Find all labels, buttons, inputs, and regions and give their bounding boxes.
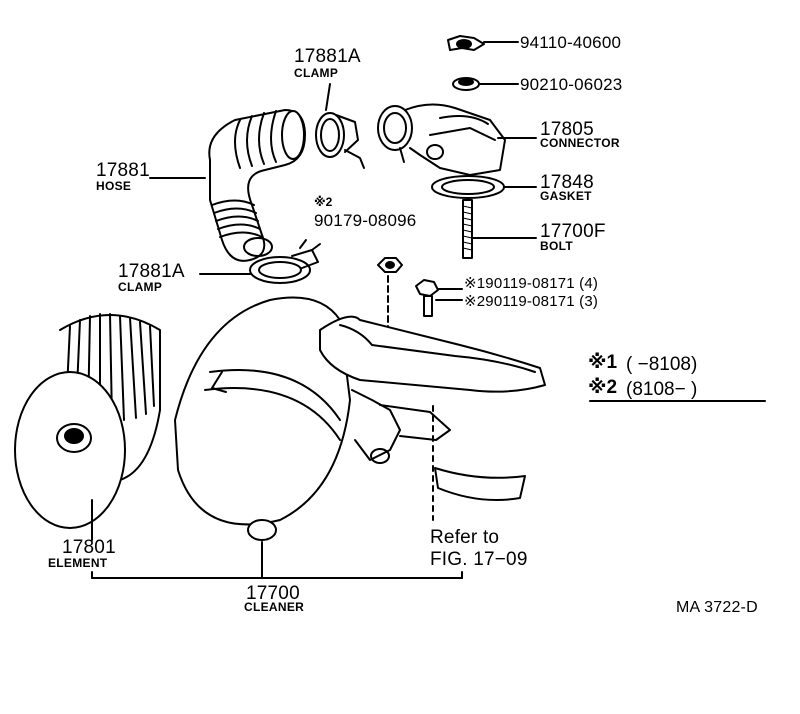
refer-text-line1: Refer to [430, 527, 500, 548]
legend-range-1: ( −8108) [626, 354, 698, 375]
part-number-90119-type1: ※190119-08171 (4) [464, 275, 599, 292]
washer-part [452, 77, 519, 91]
part-name-clamp-mid: CLAMP [118, 280, 163, 294]
legend-mark-1: ※1 [588, 352, 618, 373]
drawing-code: MA 3722-D [676, 599, 758, 616]
part-name-hose: HOSE [96, 179, 132, 193]
part-number-17848: 17848 [540, 172, 594, 193]
connector-part [377, 103, 537, 176]
part-number-17801: 17801 [62, 537, 116, 558]
element-part [14, 313, 161, 541]
bolt-90119-part [415, 279, 463, 317]
part-number-90179: 90179-08096 [314, 211, 417, 230]
nut-90179-part [377, 257, 403, 333]
part-number-17881a-mid: 17881A [118, 261, 185, 282]
clamp-top-part [315, 83, 365, 169]
wing-nut-part [447, 35, 519, 51]
clamp-mid-part [199, 239, 321, 284]
bolt-17700f-part [462, 199, 537, 259]
part-number-17700: 17700 [246, 583, 300, 604]
hose-part [149, 109, 306, 262]
cleaner-part [174, 296, 546, 579]
part-name-bolt: BOLT [540, 239, 573, 253]
part-number-17881a-top: 17881A [294, 46, 361, 67]
part-number-90119-type2: ※290119-08171 (3) [464, 293, 599, 310]
part-number-17881: 17881 [96, 160, 150, 181]
legend-range-2: (8108− ) [626, 379, 698, 400]
note-mark-2: ※2 [314, 195, 333, 209]
part-number-94110: 94110-40600 [520, 33, 622, 52]
part-number-17700f: 17700F [540, 221, 606, 242]
refer-text-line2: FIG. 17−09 [430, 549, 528, 570]
part-name-element: ELEMENT [48, 556, 108, 570]
part-number-17805: 17805 [540, 119, 594, 140]
part-name-connector: CONNECTOR [540, 136, 620, 150]
gasket-part [431, 175, 537, 199]
part-name-clamp-top: CLAMP [294, 66, 339, 80]
legend-mark-2: ※2 [588, 377, 618, 398]
part-name-gasket: GASKET [540, 189, 592, 203]
part-number-90210: 90210-06023 [520, 75, 623, 94]
part-name-cleaner: CLEANER [244, 600, 305, 614]
